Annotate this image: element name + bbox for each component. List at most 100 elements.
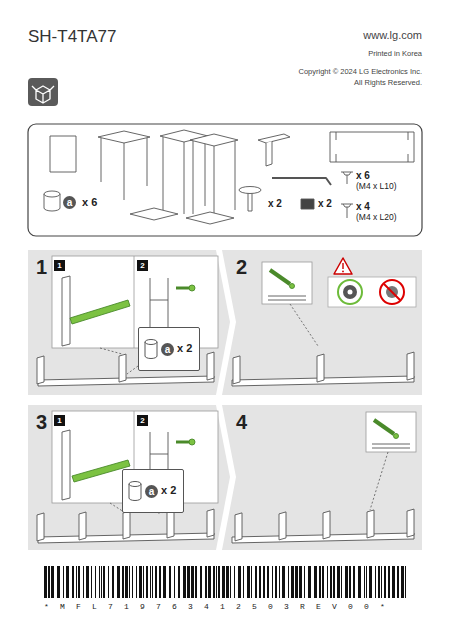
stand-frame bbox=[207, 509, 214, 537]
detail-drawing bbox=[62, 430, 70, 500]
barcode bbox=[279, 566, 280, 598]
barcode bbox=[183, 566, 186, 598]
barcode bbox=[247, 566, 250, 598]
barcode bbox=[136, 566, 137, 598]
barcode bbox=[187, 566, 190, 598]
step-panel: 312ax 2 bbox=[28, 405, 228, 550]
parts-drawing bbox=[266, 141, 272, 166]
barcode bbox=[369, 566, 372, 598]
stand-frame bbox=[407, 509, 414, 537]
parts-drawing bbox=[239, 187, 261, 194]
barcode bbox=[314, 566, 317, 598]
barcode bbox=[238, 566, 241, 598]
barcode bbox=[51, 566, 54, 598]
substep-badge: 2 bbox=[137, 415, 148, 426]
barcode bbox=[375, 566, 376, 598]
warning-sign bbox=[384, 284, 400, 300]
barcode bbox=[401, 566, 404, 598]
barcode bbox=[353, 566, 355, 598]
barcode bbox=[230, 566, 231, 598]
step-panel: 112ax 2 bbox=[28, 250, 228, 395]
parts-drawing bbox=[330, 132, 414, 162]
parts-drawing bbox=[130, 208, 178, 220]
detail-drawing bbox=[394, 434, 399, 439]
package-icon bbox=[28, 78, 58, 106]
step-panel-ground bbox=[222, 250, 422, 395]
substep-number: 2 bbox=[137, 260, 148, 271]
part-quantity: x 2 bbox=[177, 342, 192, 355]
barcode bbox=[146, 566, 148, 598]
stand-frame bbox=[37, 513, 44, 541]
barcode bbox=[48, 566, 50, 598]
detail-drawing bbox=[62, 276, 70, 346]
step-number: 1 bbox=[36, 256, 47, 279]
parts-drawing bbox=[248, 193, 252, 211]
stand-frame bbox=[323, 511, 330, 539]
barcode bbox=[226, 566, 229, 598]
parts-drawing bbox=[186, 212, 234, 224]
barcode bbox=[125, 566, 128, 598]
barcode bbox=[163, 566, 166, 598]
part-quantity: x 4 bbox=[356, 201, 370, 213]
warning-sign bbox=[334, 258, 352, 274]
parts-drawing bbox=[341, 172, 353, 184]
detail-drawing bbox=[374, 420, 394, 434]
screw-size: (M4 x L20) bbox=[356, 213, 397, 223]
barcode bbox=[358, 566, 361, 598]
package-icon bbox=[32, 86, 54, 103]
parts-drawing bbox=[44, 130, 414, 224]
parts-drawing bbox=[44, 191, 60, 197]
barcode bbox=[150, 566, 151, 598]
barcode bbox=[122, 566, 124, 598]
barcode bbox=[72, 566, 74, 598]
barcode bbox=[216, 566, 217, 598]
stand-frame bbox=[235, 513, 242, 541]
detail-drawing bbox=[189, 439, 195, 445]
step-panel: 2 bbox=[222, 250, 422, 395]
detail-inset bbox=[366, 412, 416, 452]
barcode bbox=[139, 566, 142, 598]
step-panel: 4 bbox=[222, 405, 422, 550]
stand-frame bbox=[317, 354, 324, 382]
barcode bbox=[384, 566, 386, 598]
warning-sign bbox=[342, 263, 343, 269]
barcode bbox=[101, 566, 102, 598]
barcode bbox=[108, 566, 109, 598]
barcode bbox=[44, 566, 47, 598]
barcode bbox=[267, 566, 269, 598]
barcode bbox=[208, 566, 211, 598]
warning-sign bbox=[328, 258, 416, 307]
barcode bbox=[112, 566, 114, 598]
warning-sign bbox=[348, 290, 353, 295]
barcode bbox=[263, 566, 265, 598]
barcode bbox=[337, 566, 340, 598]
barcode bbox=[364, 566, 365, 598]
barcode bbox=[308, 566, 311, 598]
barcode bbox=[234, 566, 235, 598]
web-address: www.lg.com bbox=[222, 29, 422, 42]
barcode bbox=[366, 566, 367, 598]
detail-inset bbox=[52, 411, 218, 503]
package-icon bbox=[28, 78, 58, 106]
leader-line bbox=[100, 348, 122, 354]
barcode bbox=[63, 566, 64, 598]
barcode bbox=[143, 566, 144, 598]
leader-line bbox=[100, 304, 388, 513]
part-quantity: x 6 bbox=[356, 170, 370, 182]
barcode bbox=[333, 566, 335, 598]
step-panel-ground bbox=[28, 250, 422, 550]
detail-drawing bbox=[290, 284, 295, 289]
barcode bbox=[288, 566, 289, 598]
barcode bbox=[218, 566, 220, 598]
leader-line bbox=[127, 366, 138, 374]
parts-drawing bbox=[190, 134, 238, 146]
parts-drawing bbox=[193, 141, 235, 218]
barcode bbox=[99, 566, 100, 598]
leader-line bbox=[290, 304, 318, 346]
barcode bbox=[349, 566, 351, 598]
barcode bbox=[319, 566, 321, 598]
detail-drawing bbox=[268, 296, 306, 300]
substep-badge: 1 bbox=[54, 260, 65, 271]
barcode-number: *MFL719763412503REV00* bbox=[44, 602, 396, 611]
